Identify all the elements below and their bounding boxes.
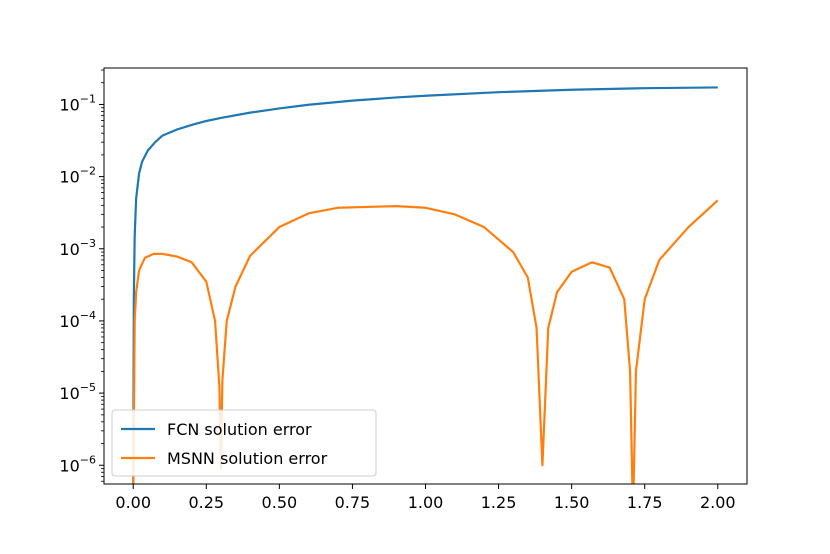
x-tick-label: 0.75 (335, 493, 371, 512)
x-tick-label: 0.50 (262, 493, 298, 512)
y-tick-label: 10−2 (59, 165, 96, 187)
y-tick-label: 10−6 (59, 453, 96, 475)
legend-label-fcn: FCN solution error (167, 420, 312, 439)
x-tick-label: 1.25 (481, 493, 517, 512)
y-tick-label: 10−1 (59, 92, 96, 114)
legend: FCN solution error MSNN solution error (111, 409, 377, 477)
y-tick-label: 10−5 (59, 381, 96, 403)
series-line-1 (132, 199, 719, 484)
x-tick-label: 1.50 (554, 493, 590, 512)
x-tick-label: 0.00 (115, 493, 151, 512)
y-tick-label: 10−3 (59, 237, 96, 259)
ticks-layer: 0.00 0.25 0.50 0.75 1.00 1.25 1.50 1.75 2.00 10−6… (59, 69, 736, 512)
x-tick-label: 1.75 (627, 493, 663, 512)
series-layer (132, 86, 719, 484)
x-tick-label: 0.25 (188, 493, 224, 512)
legend-label-msnn: MSNN solution error (167, 449, 328, 468)
series-line-0 (132, 86, 718, 484)
legend-box (111, 409, 377, 477)
x-tick-label: 1.00 (408, 493, 444, 512)
x-tick-label: 2.00 (700, 493, 736, 512)
plot-frame (103, 67, 748, 485)
y-tick-label: 10−4 (59, 309, 96, 331)
